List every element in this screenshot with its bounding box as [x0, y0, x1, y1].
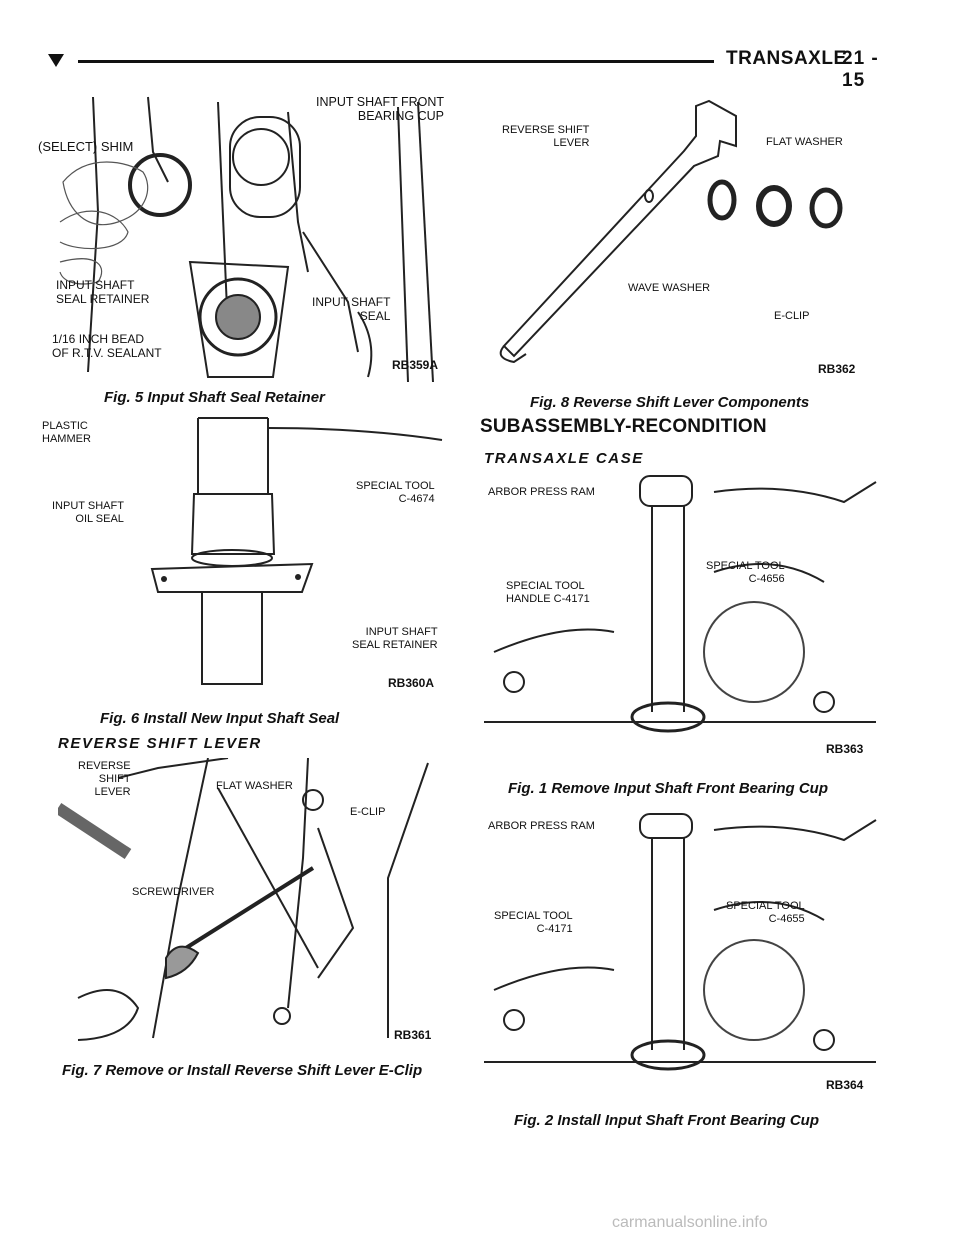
figure-8-label-reverse-shift-lever: REVERSE SHIFT LEVER: [502, 124, 590, 149]
figure-8-label-wave-washer: WAVE WASHER: [628, 282, 711, 294]
figure-8-illustration: REVERSE SHIFT LEVER FLAT WASHER WAVE WAS…: [484, 96, 876, 382]
figure-2-illustration: ARBOR PRESS RAM SPECIAL TOOL C-4171 SPEC…: [484, 810, 880, 1100]
figure-6-drawing: [150, 417, 443, 685]
figure-8-label-flat-washer: FLAT WASHER: [766, 136, 843, 148]
figure-7-label-reverse-shift-lever: REVERSE SHIFT LEVER: [78, 760, 131, 798]
page-number: 21 - 15: [842, 48, 879, 91]
figure-5-label-input-shaft-seal: INPUT SHAFT SEAL: [312, 295, 391, 323]
figure-7-drawing: [58, 758, 429, 1041]
figure-5-label-bearing-cup: INPUT SHAFT FRONT BEARING CUP: [316, 95, 445, 123]
figure-6-code: RB360A: [388, 676, 435, 690]
figure-6-illustration: PLASTIC HAMMER INPUT SHAFT OIL SEAL SPEC…: [42, 414, 454, 694]
figure-5-drawing: [59, 96, 434, 382]
figure-5-label-select-shim: (SELECT) SHIM: [38, 139, 134, 154]
subassembly-heading: SUBASSEMBLY-RECONDITION: [480, 416, 767, 437]
figure-1-label-special-tool: SPECIAL TOOL C-4656: [706, 560, 785, 585]
section-title: TRANSAXLE: [726, 48, 847, 69]
triangle-marker-icon: [48, 54, 64, 67]
figure-1-caption: Fig. 1 Remove Input Shaft Front Bearing …: [508, 780, 829, 797]
header-rule: [78, 60, 714, 63]
watermark: carmanualsonline.info: [612, 1214, 768, 1231]
figure-6-label-plastic-hammer: PLASTIC HAMMER: [42, 420, 91, 445]
figure-8-label-e-clip: E-CLIP: [774, 310, 810, 322]
figure-7-label-flat-washer: FLAT WASHER: [216, 780, 293, 792]
figure-2-drawing: [484, 813, 877, 1071]
figure-2-label-special-tool: SPECIAL TOOL C-4655: [726, 900, 805, 925]
figure-2-label-arbor-press-ram: ARBOR PRESS RAM: [488, 820, 595, 832]
figure-2-code: RB364: [826, 1078, 864, 1092]
figure-5-code: RB359A: [392, 358, 439, 372]
figure-1-label-arbor-press-ram: ARBOR PRESS RAM: [488, 486, 595, 498]
figure-6-label-special-tool: SPECIAL TOOL C-4674: [356, 480, 435, 505]
figure-5-label-seal-retainer: INPUT SHAFT SEAL RETAINER: [56, 278, 150, 306]
figure-7-label-e-clip: E-CLIP: [350, 806, 386, 818]
figure-6-caption: Fig. 6 Install New Input Shaft Seal: [100, 710, 340, 727]
figure-1-drawing: [484, 475, 877, 733]
figure-7-code: RB361: [394, 1028, 432, 1042]
figure-2-label-special-tool-handle: SPECIAL TOOL C-4171: [494, 910, 573, 935]
figure-8-code: RB362: [818, 362, 856, 376]
figure-6-label-oil-seal: INPUT SHAFT OIL SEAL: [52, 500, 124, 525]
transaxle-case-heading: TRANSAXLE CASE: [484, 450, 644, 467]
page-header: TRANSAXLE 21 - 15: [38, 44, 880, 91]
figure-5-caption: Fig. 5 Input Shaft Seal Retainer: [104, 389, 325, 406]
figure-2-caption: Fig. 2 Install Input Shaft Front Bearing…: [514, 1112, 819, 1129]
reverse-shift-lever-heading: REVERSE SHIFT LEVER: [58, 735, 262, 752]
figure-7-illustration: REVERSE SHIFT LEVER FLAT WASHER E-CLIP S…: [58, 758, 450, 1046]
figure-5-illustration: (SELECT) SHIM INPUT SHAFT FRONT BEARING …: [38, 92, 458, 382]
figure-1-label-handle: SPECIAL TOOL HANDLE C-4171: [506, 580, 590, 605]
figure-7-caption: Fig. 7 Remove or Install Reverse Shift L…: [62, 1062, 423, 1079]
figure-5-label-rtv-bead: 1/16 INCH BEAD OF R.T.V. SEALANT: [52, 332, 162, 360]
figure-8-drawing: [499, 99, 843, 364]
figure-8-caption: Fig. 8 Reverse Shift Lever Components: [530, 394, 810, 411]
figure-6-label-seal-retainer: INPUT SHAFT SEAL RETAINER: [352, 626, 438, 651]
figure-1-code: RB363: [826, 742, 864, 756]
figure-7-label-screwdriver: SCREWDRIVER: [132, 886, 215, 898]
figure-1-illustration: ARBOR PRESS RAM SPECIAL TOOL HANDLE C-41…: [484, 472, 880, 762]
